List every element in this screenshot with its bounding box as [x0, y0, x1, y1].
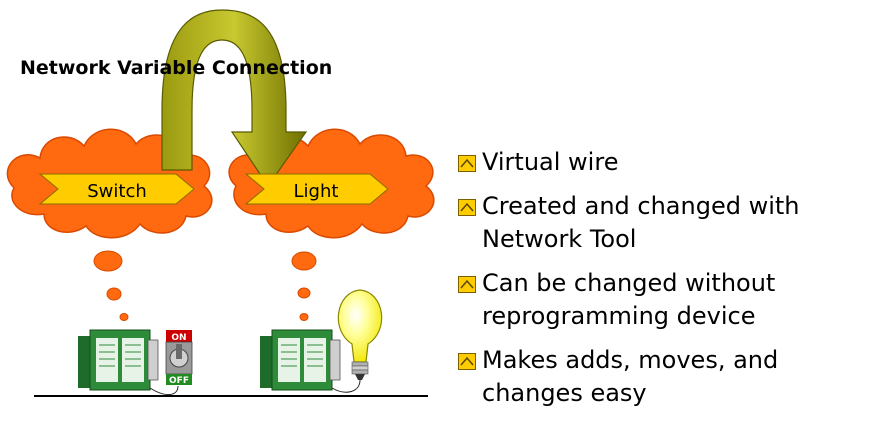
toggle-switch-icon: ON OFF	[149, 330, 193, 395]
bullet-item: Created and changed with Network Tool	[458, 190, 868, 256]
bullet-chevron-icon	[458, 353, 476, 370]
bullet-item: Makes adds, moves, and changes easy	[458, 344, 868, 410]
light-label: Light	[294, 181, 339, 202]
bullet-chevron-icon	[458, 199, 476, 216]
switch-label: Switch	[87, 181, 147, 202]
diagram-title: Network Variable Connection	[20, 57, 332, 79]
left-thought-bubbles	[93, 250, 129, 321]
curved-arrow	[161, 9, 308, 188]
switch-chevron: Switch	[38, 173, 195, 205]
device-module-icon	[260, 329, 341, 391]
bullet-item: Virtual wire	[458, 146, 868, 179]
light-chevron: Light	[244, 173, 389, 205]
light-bulb-icon	[331, 289, 383, 393]
bullet-chevron-icon	[458, 155, 476, 172]
right-thought-bubbles	[291, 251, 317, 321]
bullet-list: Virtual wire Created and changed with Ne…	[458, 146, 868, 421]
bullet-item: Can be changed without reprogramming dev…	[458, 267, 868, 333]
bullet-text: Makes adds, moves, and changes easy	[482, 346, 779, 407]
bullet-text: Created and changed with Network Tool	[482, 192, 800, 253]
bullet-text: Can be changed without reprogramming dev…	[482, 269, 776, 330]
bullet-text: Virtual wire	[482, 148, 619, 176]
switch-on-label: ON	[171, 333, 186, 343]
bullet-chevron-icon	[458, 276, 476, 293]
switch-off-label: OFF	[169, 376, 189, 386]
device-module-icon	[78, 329, 159, 391]
